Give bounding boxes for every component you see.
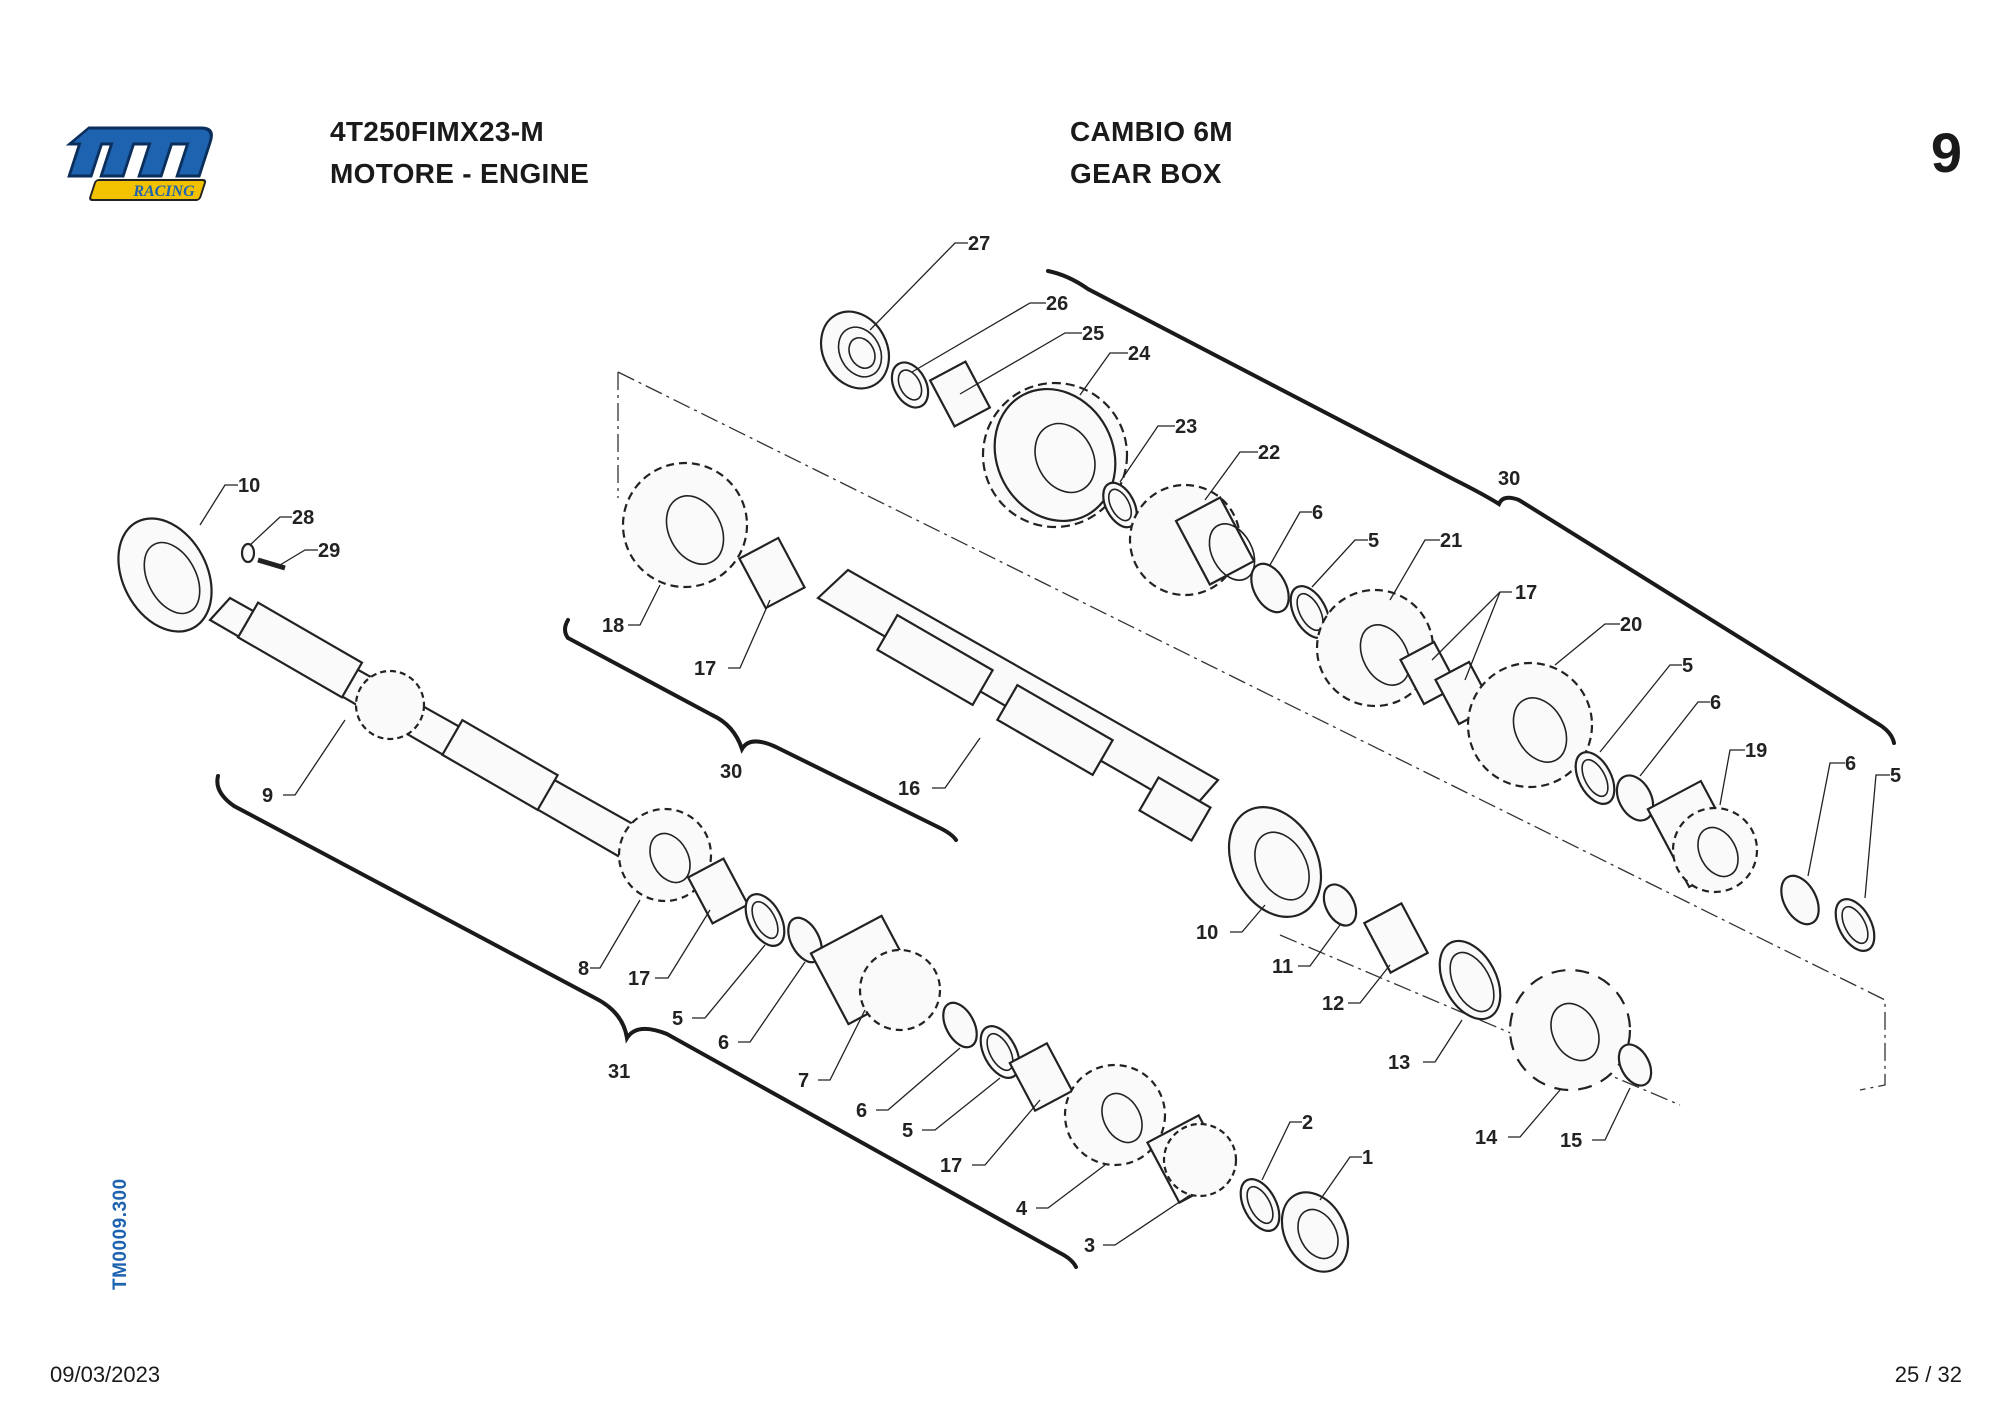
washer-5c bbox=[1834, 898, 1876, 952]
callout-3: 3 bbox=[1084, 1235, 1095, 1257]
section-title: MOTORE - ENGINE bbox=[330, 158, 590, 189]
gear-19 bbox=[1646, 779, 1759, 894]
washer-2 bbox=[1239, 1178, 1281, 1232]
bearing-10b bbox=[1227, 806, 1323, 918]
callout-21: 21 bbox=[1440, 530, 1462, 552]
callout-6b: 6 bbox=[1710, 692, 1721, 714]
callout-18: 18 bbox=[602, 615, 624, 637]
callout-5a: 5 bbox=[1368, 530, 1379, 552]
callout-20: 20 bbox=[1620, 614, 1642, 636]
callout-10-mid: 10 bbox=[1196, 922, 1218, 944]
gear-3 bbox=[1145, 1113, 1238, 1205]
callout-17a: 17 bbox=[1515, 582, 1537, 604]
callout-5c: 5 bbox=[1890, 765, 1901, 787]
callout-29: 29 bbox=[318, 540, 340, 562]
callout-2: 2 bbox=[1302, 1112, 1313, 1134]
callout-26: 26 bbox=[1046, 293, 1068, 315]
gear-7 bbox=[809, 914, 942, 1032]
callout-5d: 5 bbox=[672, 1008, 683, 1030]
oring-11 bbox=[1322, 883, 1358, 927]
washer-5b bbox=[1574, 751, 1616, 805]
page-number: 9 bbox=[1930, 121, 1962, 184]
logo-sub-text: RACING bbox=[132, 183, 195, 200]
callout-25: 25 bbox=[1082, 323, 1104, 345]
circlip-15 bbox=[1617, 1043, 1653, 1087]
callout-24: 24 bbox=[1128, 343, 1151, 365]
washer-5a bbox=[1289, 585, 1331, 639]
axis-lines bbox=[617, 371, 1886, 1106]
callout-9: 9 bbox=[262, 785, 273, 807]
callout-7: 7 bbox=[798, 1070, 809, 1092]
callout-8: 8 bbox=[578, 958, 589, 980]
group-title-en: GEAR BOX bbox=[1070, 158, 1222, 189]
gear-22 bbox=[1128, 483, 1256, 597]
callout-6c: 6 bbox=[1845, 753, 1856, 775]
shaft-16 bbox=[816, 568, 1220, 842]
spacer-12 bbox=[1362, 901, 1430, 975]
bearing-1 bbox=[1280, 1191, 1350, 1273]
callout-17c: 17 bbox=[628, 968, 650, 990]
circlip-6a bbox=[1250, 562, 1290, 614]
callout-10-left: 10 bbox=[238, 475, 260, 497]
callout-6a: 6 bbox=[1312, 502, 1323, 524]
circlip-6b bbox=[1615, 774, 1655, 822]
seal-13 bbox=[1438, 939, 1502, 1021]
callout-30-upper: 30 bbox=[1498, 468, 1520, 490]
callout-5b: 5 bbox=[1682, 655, 1693, 677]
callout-23: 23 bbox=[1175, 416, 1197, 438]
callout-17d: 17 bbox=[940, 1155, 962, 1177]
callout-1: 1 bbox=[1362, 1147, 1373, 1169]
callout-12: 12 bbox=[1322, 993, 1344, 1015]
gear-18 bbox=[621, 461, 749, 589]
washer-28 bbox=[240, 542, 256, 564]
callout-17b: 17 bbox=[694, 658, 716, 680]
model-code: 4T250FIMX23-M bbox=[330, 116, 544, 147]
bearing-27 bbox=[819, 310, 891, 390]
callout-16: 16 bbox=[898, 778, 920, 800]
footer-date: 09/03/2023 bbox=[50, 1362, 161, 1387]
callout-11: 11 bbox=[1272, 956, 1293, 978]
callout-5e: 5 bbox=[902, 1120, 913, 1142]
circlip-6e bbox=[942, 1001, 978, 1049]
callout-4: 4 bbox=[1016, 1198, 1028, 1220]
footer-page-count: 25 / 32 bbox=[1894, 1362, 1962, 1387]
shaft-9 bbox=[208, 596, 642, 858]
gear-4 bbox=[1063, 1063, 1167, 1167]
callout-22: 22 bbox=[1258, 442, 1280, 464]
callout-6d: 6 bbox=[718, 1032, 729, 1054]
group-title-it: CAMBIO 6M bbox=[1070, 116, 1233, 147]
shim-26 bbox=[890, 361, 930, 409]
callouts: 27 26 25 24 23 22 30 6 5 21 17 20 5 6 19… bbox=[199, 233, 1901, 1257]
callout-6e: 6 bbox=[856, 1100, 867, 1122]
callout-31: 31 bbox=[608, 1061, 630, 1083]
needle-bearing-17c bbox=[686, 857, 750, 925]
group-braces bbox=[215, 269, 1896, 1269]
gear-20 bbox=[1466, 661, 1594, 789]
callout-30-lower: 30 bbox=[720, 761, 742, 783]
screw-29 bbox=[257, 557, 286, 571]
needle-bearing-17d bbox=[1008, 1041, 1074, 1113]
needle-bearing-17b bbox=[737, 536, 807, 610]
callout-27: 27 bbox=[968, 233, 990, 255]
washer-5d bbox=[744, 893, 786, 947]
callout-15: 15 bbox=[1560, 1130, 1582, 1152]
callout-19: 19 bbox=[1745, 740, 1767, 762]
sprocket-14 bbox=[1508, 968, 1632, 1092]
callout-14: 14 bbox=[1475, 1127, 1498, 1149]
bearing-10a bbox=[117, 517, 213, 633]
gear-24 bbox=[981, 381, 1129, 529]
callout-13: 13 bbox=[1388, 1052, 1410, 1074]
circlip-6c bbox=[1780, 874, 1820, 926]
tm-racing-logo: RACING bbox=[65, 126, 213, 201]
callout-28: 28 bbox=[292, 507, 314, 529]
